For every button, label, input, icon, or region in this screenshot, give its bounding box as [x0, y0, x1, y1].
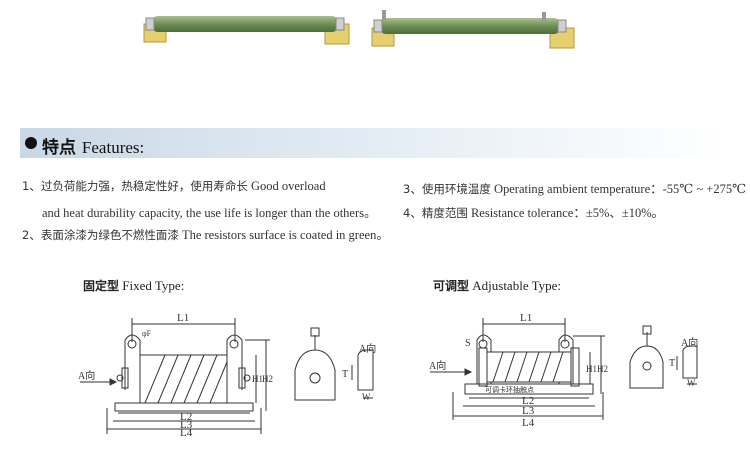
resistor-photo-adjustable: [371, 10, 575, 49]
fixed-label-L3: L3: [180, 419, 193, 431]
feature-item-2: 2、表面涂漆为绿色不燃性面漆 The resistors surface is …: [22, 224, 389, 243]
fixed-label-L2: L2: [180, 411, 192, 423]
fixed-label-side-A: A向: [359, 342, 376, 355]
feature-item-4: 4、精度范围 Resistance tolerance：±5%、±10%。: [403, 202, 664, 221]
adjustable-type-title: 可调型 Adjustable Type:: [433, 277, 561, 294]
adj-label-L1: L1: [520, 312, 532, 324]
fixed-label-phi: φF: [142, 329, 152, 338]
adj-label-side-A: A向: [681, 336, 698, 349]
adjustable-title-cn: 可调型: [433, 279, 470, 293]
feature-en: Resistance tolerance：±5%、±10%。: [470, 206, 665, 220]
adj-label-H2: H2: [597, 364, 608, 374]
fixed-label-T: T: [342, 369, 348, 380]
feature-item-1: 1、过负荷能力强，热稳定性好，使用寿命长 Good overload: [22, 178, 326, 194]
feature-cn: 4、精度范围: [403, 206, 468, 220]
feature-cn: 3、使用环境温度: [403, 182, 491, 196]
feature-en: Operating ambient temperature：-55℃ ~ +27…: [493, 182, 747, 196]
feature-en: Good overload: [250, 179, 326, 193]
feature-cn: 2、表面涂漆为绿色不燃性面漆: [22, 228, 179, 242]
fixed-type-title: 固定型 Fixed Type:: [83, 277, 184, 294]
fixed-label-L4: L4: [180, 427, 193, 439]
features-title-cn: 特点: [42, 138, 76, 158]
feature-en: and heat durability capacity, the use li…: [42, 206, 377, 220]
fixed-title-en: Fixed Type:: [122, 278, 185, 293]
fixed-type-drawing: L1 L2 L3 L4 H1 H2 A向 φF A向 T W: [78, 312, 376, 439]
features-title-en: Features:: [81, 138, 145, 157]
features-header: 特点 Features:: [20, 128, 726, 158]
fixed-label-direction: A向: [78, 369, 95, 382]
adj-label-T: T: [669, 358, 675, 369]
resistor-photo-fixed: [143, 16, 350, 45]
feature-en: The resistors surface is coated in green…: [181, 228, 389, 242]
fixed-title-cn: 固定型: [83, 279, 120, 293]
adj-label-L2: L2: [522, 395, 534, 407]
feature-item-1-cont: and heat durability capacity, the use li…: [42, 202, 377, 221]
adjustable-title-en: Adjustable Type:: [472, 278, 562, 293]
features-title: 特点 Features:: [42, 133, 144, 158]
adj-label-S: S: [465, 338, 471, 349]
feature-item-3: 3、使用环境温度 Operating ambient temperature：-…: [403, 178, 746, 197]
bullet-dot-icon: [25, 137, 37, 149]
fixed-label-H2: H2: [262, 374, 273, 384]
feature-cn: 1、过负荷能力强，热稳定性好，使用寿命长: [22, 179, 248, 193]
adjustable-type-drawing: L1 可调卡环抽触点 L2 L3 L4 H1 H2 A向 S A向 T W: [429, 312, 698, 429]
adj-label-H1: H1: [586, 364, 597, 374]
adj-slider-note: 可调卡环抽触点: [485, 385, 534, 394]
fixed-label-W: W: [362, 392, 371, 402]
fixed-label-L1: L1: [177, 312, 189, 324]
fixed-label-H1: H1: [252, 374, 263, 384]
adj-label-W: W: [687, 378, 696, 388]
adj-label-direction: A向: [429, 359, 446, 372]
adj-label-L3: L3: [522, 405, 535, 417]
adj-label-L4: L4: [522, 417, 535, 429]
